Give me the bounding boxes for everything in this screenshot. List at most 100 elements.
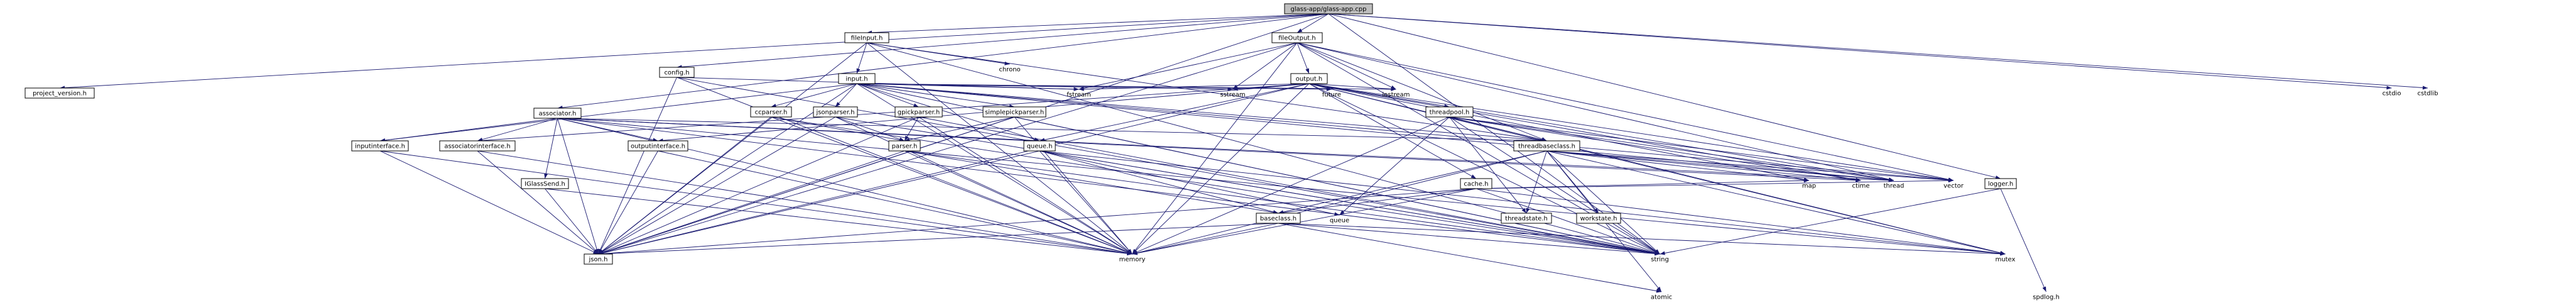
edge-input-to-gpickparser (856, 83, 919, 108)
edge-arrowhead (1470, 174, 1476, 179)
edge-associator-to-associatorinterface (477, 118, 558, 141)
edge-gpickparser-to-memory (918, 116, 1133, 255)
edge-queue-to-baseclass (1039, 150, 1279, 214)
node-jsonparser[interactable]: jsonparser.h (813, 106, 858, 118)
node-inputinterface[interactable]: inputinterface.h (351, 140, 409, 152)
node-label: string (1651, 257, 1669, 263)
node-input[interactable]: input.h (838, 73, 876, 84)
node-config[interactable]: config.h (659, 67, 695, 78)
edge-outputinterface-to-json (598, 150, 658, 255)
node-gpickparser[interactable]: gpickparser.h (894, 106, 943, 118)
edge-output-to-memory (1132, 83, 1310, 255)
node-label: config.h (664, 70, 689, 77)
edge-arrowhead (2042, 286, 2046, 292)
node-logger[interactable]: logger.h (1984, 178, 2017, 189)
edge-glass-app-to-cstdlib (1328, 13, 2428, 90)
node-label: inputinterface.h (355, 143, 405, 150)
node-label: memory (1119, 257, 1146, 263)
edge-arrowhead (1297, 28, 1303, 33)
node-fileInput[interactable]: fileInput.h (844, 32, 889, 43)
edge-arrowhead (1079, 87, 1084, 91)
edge-simplepickparser-to-memory (1014, 116, 1133, 255)
node-memory: memory (1119, 257, 1146, 263)
edge-threadbaseclass-to-ctime (1546, 150, 1861, 182)
node-label: input.h (845, 76, 867, 83)
edge-associator-to-mutex (557, 118, 2006, 256)
node-box (521, 178, 569, 189)
edge-fileInput-to-input (856, 42, 867, 74)
edge-arrowhead (544, 173, 548, 179)
node-queue[interactable]: queue.h (1023, 140, 1056, 152)
node-cache[interactable]: cache.h (1460, 178, 1492, 189)
node-simplepickparser[interactable]: simplepickparser.h (982, 106, 1046, 118)
node-box (1256, 213, 1301, 224)
node-label: fstream (1067, 92, 1091, 99)
node-workstate[interactable]: workstate.h (1576, 213, 1621, 224)
node-box (1984, 178, 2017, 189)
edge-arrowhead (856, 68, 861, 74)
edge-logger-to-string (1660, 188, 2001, 255)
node-label: chrono (999, 67, 1020, 74)
edge-input-to-string (856, 83, 1660, 255)
node-parser[interactable]: parser.h (888, 140, 921, 152)
node-label: logger.h (1988, 181, 2013, 188)
node-queue_std: queue (1330, 218, 1349, 225)
edge-output-to-cache (1308, 83, 1477, 179)
node-output[interactable]: output.h (1290, 73, 1328, 84)
node-outputinterface[interactable]: outputinterface.h (628, 140, 688, 152)
edge-arrowhead (1594, 208, 1599, 213)
edge-parser-to-json (598, 150, 905, 255)
edge-arrowhead (1856, 178, 1861, 182)
edge-baseclass-to-atomic (1278, 223, 1662, 293)
node-label: simplepickparser.h (985, 109, 1044, 116)
node-IGlassSend[interactable]: IGlassSend.h (521, 178, 569, 189)
node-associatorinterface[interactable]: associatorinterface.h (439, 140, 516, 152)
node-thread: thread (1884, 183, 1905, 190)
edge-associator-to-IGlassSend (544, 118, 558, 179)
node-box (659, 67, 695, 78)
edge-arrowhead (1132, 249, 1138, 254)
node-fileOutput[interactable]: fileOutput.h (1271, 32, 1323, 43)
node-threadstate[interactable]: threadstate.h (1501, 213, 1552, 224)
node-box (894, 106, 943, 118)
node-vector: vector (1943, 183, 1964, 190)
node-label: parser.h (892, 143, 918, 150)
edge-output-to-iostream (1308, 83, 1396, 91)
edge-threadbaseclass-to-threadstate (1526, 150, 1547, 214)
edge-arrowhead (1660, 251, 1665, 255)
node-box (1460, 178, 1492, 189)
node-box (351, 140, 409, 152)
node-chrono: chrono (999, 67, 1020, 74)
node-label: gpickparser.h (898, 109, 940, 116)
edge-baseclass-to-json (598, 223, 1279, 256)
edge-arrowhead (1004, 61, 1010, 65)
edge-arrowhead (1127, 252, 1133, 256)
node-associator[interactable]: associator.h (533, 108, 582, 119)
node-fstream: fstream (1067, 92, 1091, 99)
node-label: ctime (1852, 183, 1869, 190)
node-baseclass[interactable]: baseclass.h (1256, 213, 1301, 224)
node-threadpool[interactable]: threadpool.h (1425, 106, 1474, 118)
node-iostream: iostream (1383, 92, 1410, 99)
node-threadbaseclass[interactable]: threadbaseclass.h (1513, 140, 1580, 152)
node-atomic: atomic (1651, 294, 1672, 301)
node-label: output.h (1296, 76, 1323, 83)
node-label: thread (1884, 183, 1905, 190)
node-label: cstdlib (2418, 91, 2438, 97)
edge-associatorinterface-to-memory (477, 150, 1133, 255)
edge-config-to-json (598, 77, 677, 255)
node-label: ccparser.h (755, 109, 788, 116)
edge-threadbaseclass-to-thread (1546, 150, 1894, 182)
node-project_version[interactable]: project_version.h (24, 87, 95, 99)
edge-IGlassSend-to-json (545, 188, 599, 255)
node-json[interactable]: json.h (584, 253, 613, 265)
node-box (813, 106, 858, 118)
edge-outputinterface-to-memory (658, 150, 1133, 255)
edge-arrowhead (1656, 286, 1661, 292)
node-label: queue (1330, 218, 1349, 225)
node-box (844, 32, 889, 43)
edge-glass-app-to-fileInput (866, 13, 1329, 35)
node-ccparser[interactable]: ccparser.h (750, 106, 792, 118)
edge-cache-to-map (1475, 179, 1810, 189)
node-glass-app[interactable]: glass-app/glass-app.cpp (1284, 3, 1373, 14)
